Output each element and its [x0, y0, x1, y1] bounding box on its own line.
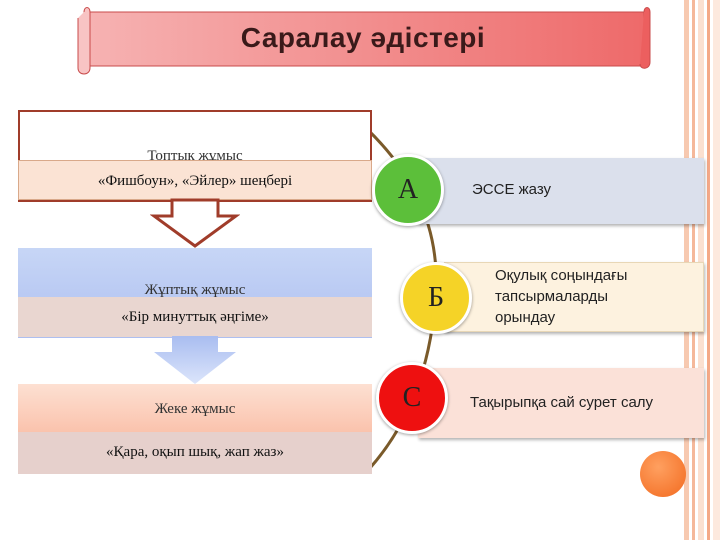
level-a-task-box: ЭССЕ жазу	[418, 158, 704, 224]
level-b-task: Оқулық соңындағы тапсырмаларды орындау	[495, 267, 628, 326]
level-a-circle: А	[372, 154, 444, 226]
decorative-orange-dot	[640, 451, 686, 497]
individual-work-label: Жеке жұмыс	[154, 401, 236, 417]
group-work-method: «Фишбоун», «Эйлер» шеңбері	[18, 160, 372, 200]
individual-work-method: «Қара, оқып шық, жап жаз»	[18, 432, 372, 474]
down-arrow-icon	[154, 336, 236, 384]
level-c-task: Тақырыпқа сай сурет салу	[470, 394, 654, 411]
page-title: Саралау әдістері	[240, 22, 486, 53]
level-a-task: ЭССЕ жазу	[472, 181, 552, 198]
level-b-circle: Б	[400, 262, 472, 334]
title-banner: Саралау әдістері	[74, 6, 652, 76]
pair-work-label: Жұптық жұмыс	[144, 282, 246, 298]
down-arrow-icon	[150, 198, 240, 248]
level-c-task-box: Тақырыпқа сай сурет салу	[418, 368, 704, 438]
level-c-circle: С	[376, 362, 448, 434]
level-b-task-box: Оқулық соңындағы тапсырмаларды орындау	[444, 262, 704, 332]
pair-work-method: «Бір минуттық әңгіме»	[18, 297, 372, 337]
